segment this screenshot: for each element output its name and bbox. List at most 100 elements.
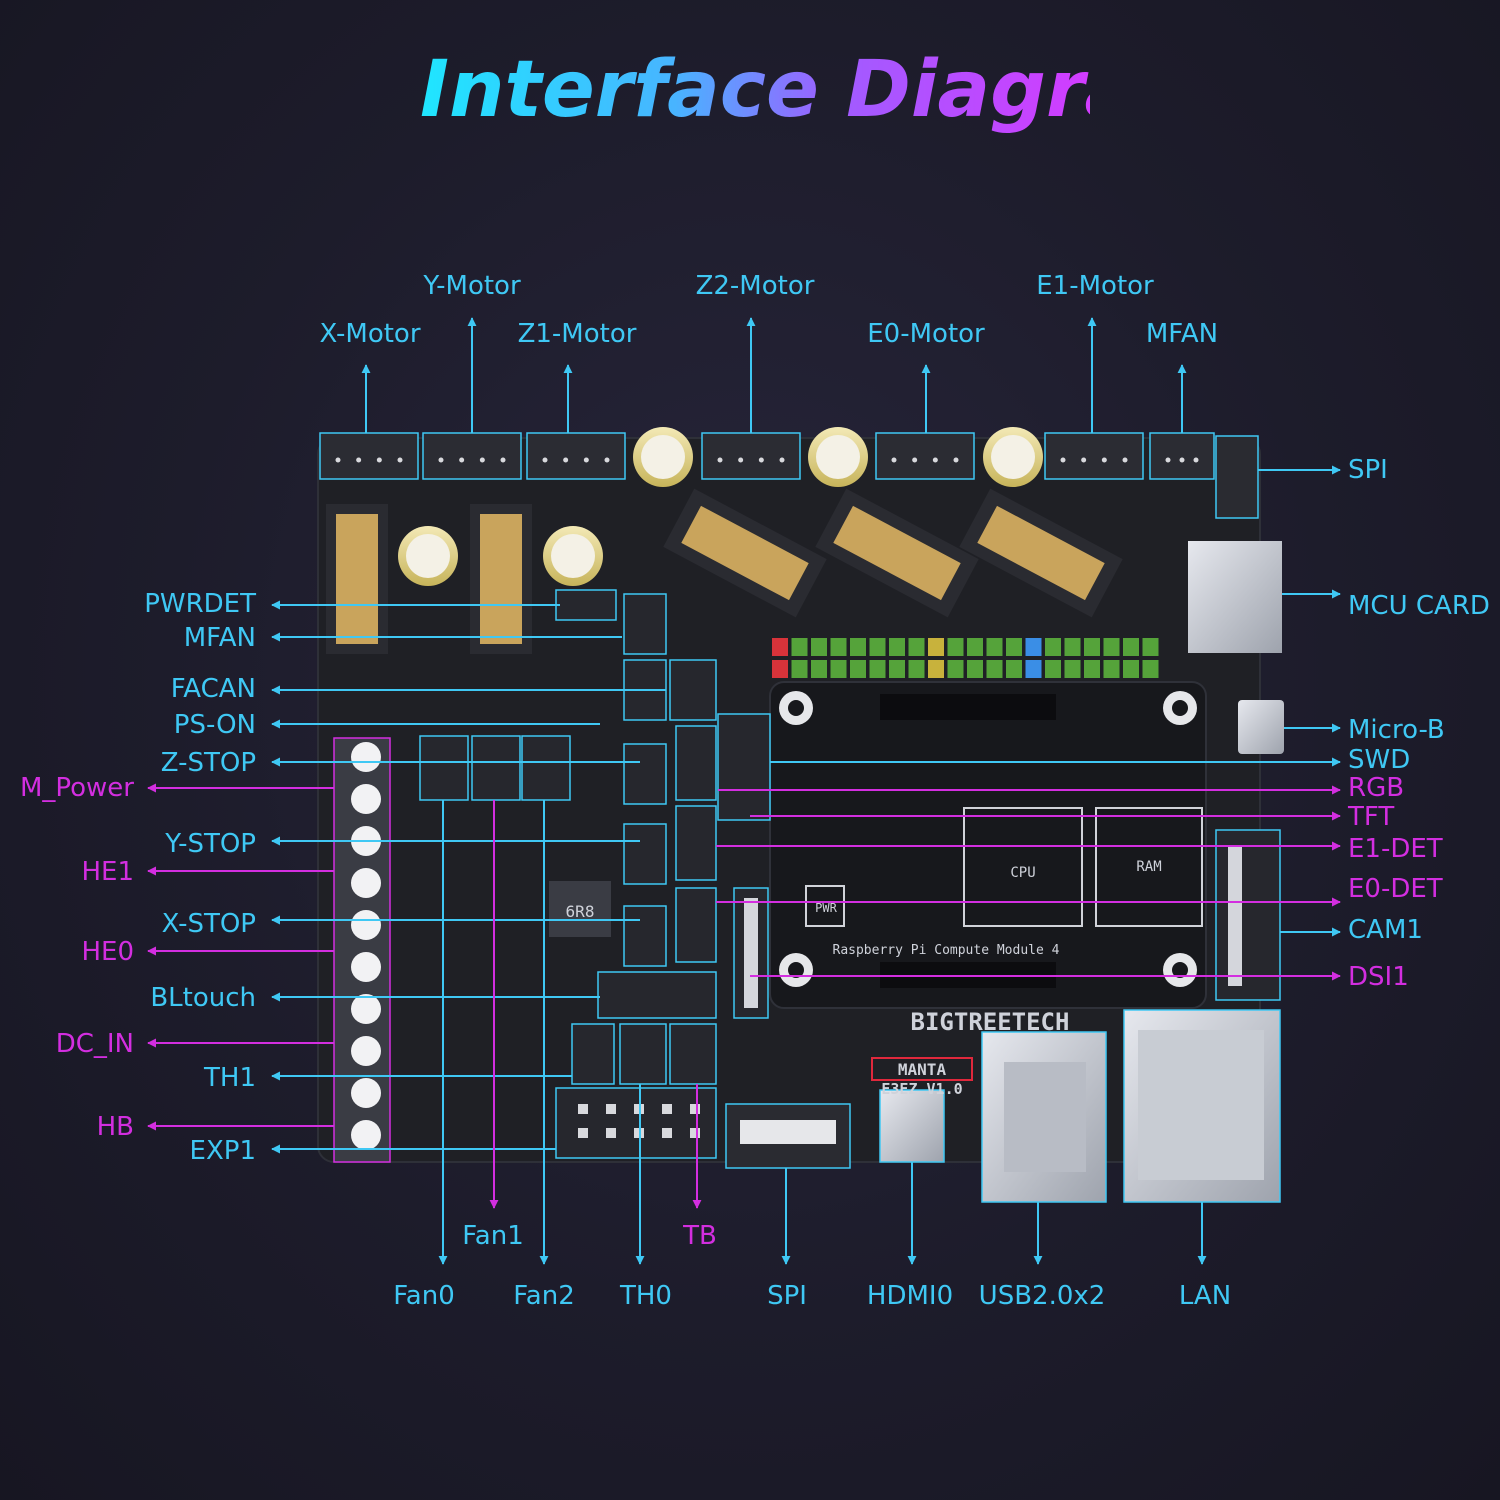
label-pwrdet: PWRDET [144,589,256,619]
gpio-pin [967,660,983,678]
label-z1-motor: Z1-Motor [518,319,637,349]
motor-connector [701,432,801,480]
title-block: Interface Diagram [420,40,1218,140]
label-e1-motor: E1-Motor [1036,271,1154,301]
ram-outline [1095,807,1203,927]
micro-b-port [1238,700,1284,754]
motor-connector [526,432,626,480]
label-exp1: EXP1 [190,1136,256,1166]
label-mfan-top: MFAN [1146,319,1218,349]
label-lan: LAN [1179,1281,1231,1311]
gpio-pin [889,638,905,656]
jst-connector [521,735,571,801]
jst-connector [555,589,617,621]
motor-connector [1149,432,1215,480]
labels-bottom: Fan1 TB Fan0 Fan2 TH0 SPI HDMI0 USB2.0x2… [393,1221,1231,1311]
hdmi-port [879,1089,945,1163]
label-z2-motor: Z2-Motor [696,271,815,301]
label-y-motor: Y-Motor [422,271,521,301]
pwr-label: PWR [815,901,837,915]
jst-connector [571,1023,615,1085]
motor-connector [422,432,522,480]
jst-connector [623,905,667,967]
terminal-screws [351,742,381,1150]
label-usb: USB2.0x2 [979,1281,1106,1311]
label-dc-in: DC_IN [56,1029,134,1059]
gpio-pin [986,660,1003,678]
labels-left-cyan: PWRDET MFAN FACAN PS-ON Z-STOP Y-STOP X-… [144,589,256,1166]
label-z-stop: Z-STOP [161,748,256,778]
motor-connector [875,432,975,480]
jst-connector [669,659,717,721]
gpio-pin [947,660,964,678]
mcu-card-slot [1188,541,1282,653]
label-tb: TB [682,1221,717,1251]
gpio-pin [850,638,866,656]
motor-connector [319,432,419,480]
jst-connector [623,743,667,805]
gpio-pin [772,638,788,656]
gpio-pin [1142,638,1159,656]
gpio-pin [1006,660,1022,678]
gpio-pin [1103,638,1120,656]
gpio-pin [1064,638,1081,656]
ram-label: RAM [1136,859,1161,875]
gpio-pin [947,638,964,656]
driver-diagonal [663,488,1123,618]
gpio-pin [1045,660,1061,678]
gpio-pin [850,660,866,678]
jst-connector [717,713,771,821]
label-micro-b: Micro-B [1348,715,1445,745]
label-swd: SWD [1348,745,1410,775]
jst-connectors [419,589,771,1085]
terminal-screw [351,742,381,772]
cm-connector-top [880,694,1056,720]
label-spi-bottom: SPI [767,1281,807,1311]
label-fan0: Fan0 [393,1281,455,1311]
label-th0: TH0 [619,1281,672,1311]
gpio-pin [1025,638,1042,656]
label-dsi1: DSI1 [1348,962,1409,992]
gpio-pin [908,638,925,656]
driver-left [326,504,532,654]
jst-connector [419,735,469,801]
labels-right-cyan: SPI MCU CARD Micro-B SWD CAM1 [1348,455,1490,945]
gpio-pin [791,638,808,656]
gpio-pin [928,660,944,678]
gpio-pin [1064,660,1081,678]
label-e0-det: E0-DET [1348,874,1443,904]
model-label: MANTA [898,1060,947,1079]
capacitors [398,427,1043,586]
label-tft: TFT [1347,802,1394,832]
gpio-pin [1084,638,1100,656]
label-mfan-left: MFAN [184,623,256,653]
cam1-connector [1215,829,1281,1001]
label-spi-right: SPI [1348,455,1388,485]
labels-top: X-Motor Y-Motor Z1-Motor Z2-Motor E0-Mot… [319,271,1218,349]
terminal-screw [351,952,381,982]
label-x-motor: X-Motor [319,319,420,349]
label-rgb: RGB [1348,773,1404,803]
gpio-pin [1006,638,1022,656]
terminal-screw [351,1036,381,1066]
label-x-stop: X-STOP [162,909,256,939]
terminal-screw [351,910,381,940]
label-e0-motor: E0-Motor [867,319,985,349]
gpio-pin [1103,660,1120,678]
jst-connector [675,887,717,963]
label-hb: HB [97,1112,134,1142]
terminal-screw [351,784,381,814]
label-he0: HE0 [81,937,134,967]
gpio-pin [986,638,1003,656]
pcb-board: CPU RAM PWR Raspberry Pi Compute Module … [317,427,1284,1203]
gpio-pin [1123,660,1139,678]
gpio-pin [1084,660,1100,678]
jst-connector [597,971,717,1019]
exp1-header [555,1087,717,1159]
jst-connector [471,735,521,801]
gpio-pin [811,638,827,656]
label-m-power: M_Power [20,773,134,803]
terminal-screw [351,1078,381,1108]
